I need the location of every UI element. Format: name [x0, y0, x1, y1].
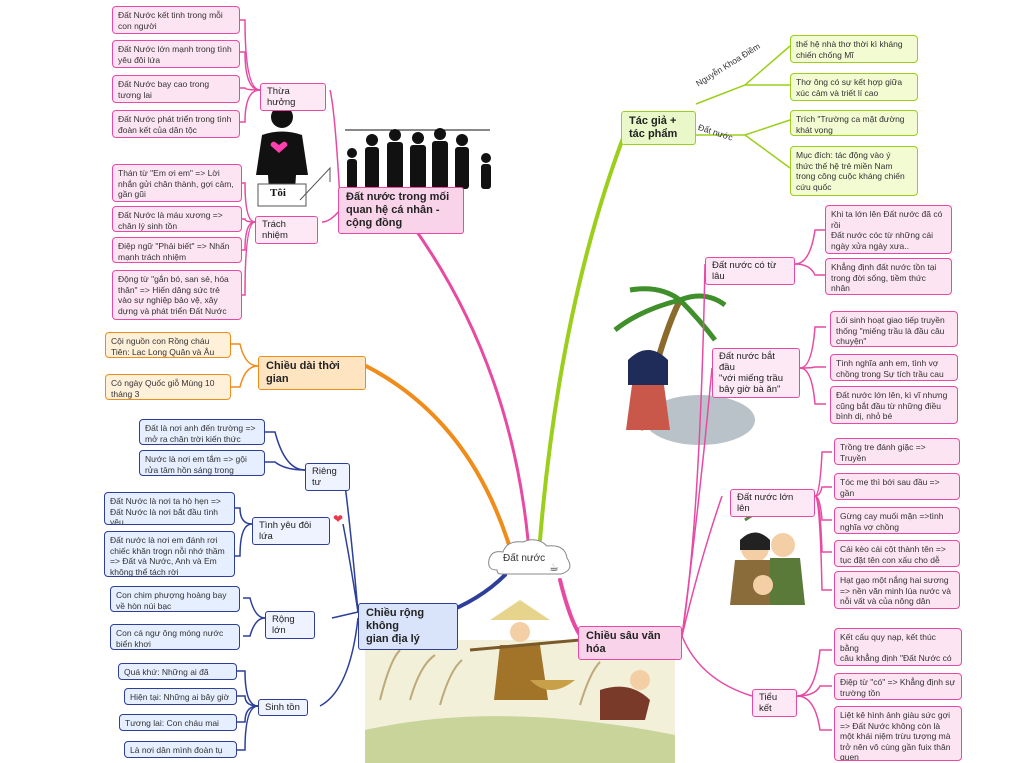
leaf-lonlen-1[interactable]: Trồng tre đánh giặc => Truyền thống giữ … — [834, 438, 960, 465]
branch-chieu-sau[interactable]: Chiều sâu văn hóa — [578, 626, 682, 660]
leaf-ronglon-1[interactable]: Con chim phượng hoàng bay về hòn núi bạc — [110, 586, 240, 612]
center-node[interactable]: Đất nước ☕ — [485, 536, 575, 582]
leaf-lonlen-2[interactable]: Tóc mẹ thì bới sau đầu => gần gũi thân q… — [834, 473, 960, 500]
leaf-tacgia-2[interactable]: Thơ ông có sự kết hợp giữa xúc cảm và tr… — [790, 73, 918, 101]
branch-tac-gia[interactable]: Tác giả + tác phẩm — [621, 111, 696, 145]
leaf-batdau-1[interactable]: Lối sinh hoạt giao tiếp truyền thống "mi… — [830, 311, 958, 347]
leaf-sinhton-4[interactable]: Là nơi dân mình đoàn tụ — [124, 741, 237, 758]
leaf-thuahuong-2[interactable]: Đất Nước lớn mạnh trong tình yêu đôi lứa — [112, 40, 240, 68]
toi-caption: Tôi — [270, 187, 286, 199]
sub-thua-huong[interactable]: Thừa hưởng — [260, 83, 326, 111]
leaf-thuahuong-4[interactable]: Đất Nước phát triển trong tình đoàn kết … — [112, 110, 240, 138]
sub-co-tu-lau[interactable]: Đất nước có từ lâu — [705, 257, 795, 285]
leaf-sinhton-3[interactable]: Tương lai: Con cháu mai sau — [119, 714, 237, 731]
leaf-ronglon-2[interactable]: Con cá ngư ông móng nước biển khơi — [110, 624, 240, 650]
leaf-lonlen-3[interactable]: Gừng cay muối mặn =>tình nghĩa vợ chồng — [834, 507, 960, 534]
cloud-shape — [488, 539, 571, 575]
leaf-trachnhiem-4[interactable]: Động từ "gắn bó, san sẻ, hóa thân" => Hi… — [112, 270, 242, 320]
leaf-thuahuong-1[interactable]: Đất Nước kết tinh trong mỗi con người — [112, 6, 240, 34]
heart-icon — [270, 141, 288, 153]
leaf-tacgia-4[interactable]: Mục đích: tác động vào ý thức thế hệ trẻ… — [790, 146, 918, 196]
leaf-colau-1[interactable]: Khi ta lớn lên Đất nước đã có rồi Đất nư… — [825, 205, 952, 254]
sub-sinh-ton[interactable]: Sinh tồn — [258, 699, 308, 716]
leaf-sinhton-1[interactable]: Quá khứ: Những ai đã khuất — [118, 663, 237, 680]
sub-rieng-tu[interactable]: Riêng tư — [305, 463, 350, 491]
leaf-tieuket-2[interactable]: Điệp từ "có" => Khẳng định sự trường tồn — [834, 673, 962, 700]
betel-girl-illustration — [613, 286, 755, 445]
sub-rong-lon[interactable]: Rộng lớn — [265, 611, 315, 639]
person-heart-illustration — [256, 106, 331, 207]
sub-bat-dau[interactable]: Đất nước bắt đầu "với miếng trầu bây giờ… — [712, 348, 800, 398]
leaf-tacgia-3[interactable]: Trích "Trường ca mặt đường khát vọng — [790, 110, 918, 136]
branch-chieu-rong[interactable]: Chiều rộng không gian địa lý — [358, 603, 458, 650]
leaf-tinhyeu-2[interactable]: Đất nước là nơi em đánh rơi chiếc khăn t… — [104, 531, 235, 577]
leaf-batdau-3[interactable]: Đất nước lớn lên, kì vĩ nhưng cũng bắt đ… — [830, 386, 958, 424]
sub-trach-nhiem[interactable]: Trách nhiệm — [255, 216, 318, 244]
leaf-trachnhiem-2[interactable]: Đất Nước là máu xương => chân lý sinh tồ… — [112, 206, 242, 232]
branch-chieu-dai[interactable]: Chiều dài thời gian — [258, 356, 366, 390]
sub-lon-len[interactable]: Đất nước lớn lên — [730, 489, 815, 517]
leaf-tinhyeu-1[interactable]: Đất Nước là nơi ta hò hẹn => Đất Nước là… — [104, 492, 235, 525]
heart-icon: ❤ — [333, 512, 344, 526]
branch-quan-he[interactable]: Đất nước trong mối quan hệ cá nhân - cộn… — [338, 187, 464, 234]
leaf-thuahuong-3[interactable]: Đất Nước bay cao trong tương lai — [112, 75, 240, 103]
sub-tinh-yeu[interactable]: Tình yêu đôi lứa — [252, 517, 330, 545]
leaf-batdau-2[interactable]: Tình nghĩa anh em, tình vợ chồng trong S… — [830, 354, 958, 381]
family-silhouette — [345, 128, 491, 189]
leaf-trachnhiem-1[interactable]: Thán từ "Em ơi em" => Lời nhắn gửi chân … — [112, 164, 242, 202]
leaf-tacgia-1[interactable]: thế hệ nhà thơ thời kì kháng chiến chống… — [790, 35, 918, 63]
mother-child-illustration — [730, 508, 805, 605]
leaf-lonlen-5[interactable]: Hạt gạo một nắng hai sương => nền văn mi… — [834, 571, 960, 609]
farmers-illustration — [365, 600, 675, 763]
leaf-tieuket-3[interactable]: Liệt kê hình ảnh giàu sức gợi => Đất Nướ… — [834, 706, 962, 761]
teapot-icon: ☕ — [549, 562, 559, 574]
leaf-tieuket-1[interactable]: Kết cấu quy nạp, kết thúc bằng câu khẳng… — [834, 628, 962, 666]
leaf-chieudai-2[interactable]: Có ngày Quốc giỗ Mùng 10 tháng 3 — [105, 374, 231, 400]
leaf-colau-2[interactable]: Khẳng định đất nước tồn tại trong đời số… — [825, 258, 952, 295]
leaf-chieudai-1[interactable]: Cội nguồn con Rồng cháu Tiên: Lạc Long Q… — [105, 332, 231, 358]
leaf-riengtu-2[interactable]: Nước là nơi em tắm => gội rửa tâm hồn sá… — [139, 450, 265, 476]
center-label: Đất nước — [503, 553, 546, 564]
leaf-sinhton-2[interactable]: Hiện tại: Những ai bây giờ — [124, 688, 237, 705]
sub-tieu-ket[interactable]: Tiểu kết — [752, 689, 797, 717]
leaf-riengtu-1[interactable]: Đất là nơi anh đến trường => mở ra chân … — [139, 419, 265, 445]
leaf-trachnhiem-3[interactable]: Điệp ngữ "Phải biết" => Nhấn mạnh trách … — [112, 237, 242, 263]
leaf-lonlen-4[interactable]: Cái kèo cái cột thành tên => tục đặt tên… — [834, 540, 960, 567]
